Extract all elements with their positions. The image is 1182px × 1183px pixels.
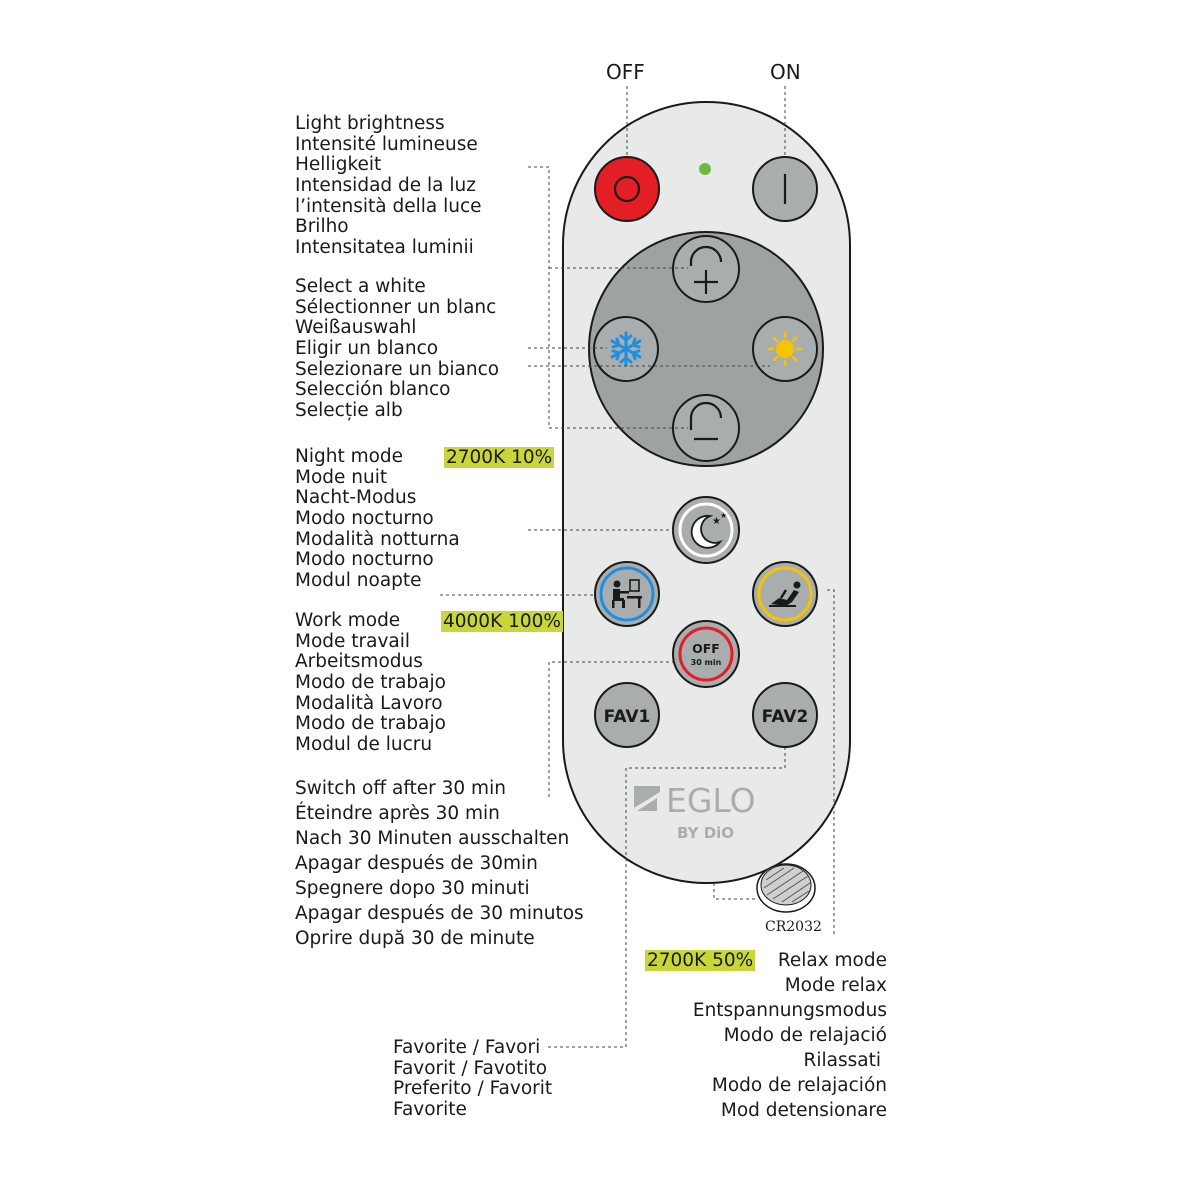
work-mode-button[interactable] (594, 561, 660, 627)
moon-icon (690, 514, 723, 549)
relaxing-person-icon (769, 581, 801, 607)
work-label: Modul de lucru (295, 734, 433, 756)
off-label: OFF (606, 60, 645, 84)
relax-label: Rilassati (803, 1050, 881, 1071)
relax-label: Modo de relajació (723, 1025, 887, 1046)
night-label-group: Night mode Mode nuit Nacht-Modus Modo no… (295, 446, 460, 592)
night-label: Modo nocturno (295, 508, 434, 530)
relax-label: Modo de relajación (711, 1075, 887, 1096)
on-label: ON (770, 60, 801, 84)
relax-label: Entspannungsmodus (692, 1000, 887, 1021)
night-label: Nacht-Modus (295, 487, 417, 509)
switchoff-label: Éteindre après 30 min (295, 803, 500, 824)
favorite-label: Preferito / Favorit (393, 1078, 553, 1100)
white-label: Eligir un blanco (295, 338, 439, 360)
sub-brand: BY DiO (677, 824, 734, 842)
remote-body (562, 101, 851, 884)
white-label: Weißauswahl (295, 317, 417, 339)
night-spec-badge: 2700K 10% (444, 447, 555, 468)
night-mode-button[interactable]: ★ ★ (672, 496, 740, 564)
snowflake-icon (610, 331, 642, 367)
white-label: Sélectionner un blanc (295, 296, 497, 318)
brightness-up-button[interactable] (672, 235, 740, 303)
status-led (699, 163, 711, 175)
favorite-label-group: Favorite / Favori Favorit / Favotito Pre… (393, 1037, 553, 1121)
switchoff-label: Nach 30 Minuten ausschalten (295, 828, 570, 849)
fav1-label: FAV1 (604, 707, 651, 727)
brightness-label: Brilho (295, 216, 349, 238)
relax-label: Relax mode (777, 950, 887, 971)
night-label: Modo nocturno (295, 549, 434, 571)
power-off-button[interactable] (594, 156, 660, 222)
control-pad (588, 231, 824, 467)
fav2-label: FAV2 (762, 707, 809, 727)
night-label: Mode nuit (295, 466, 388, 488)
white-label: Selección blanco (295, 379, 451, 401)
brightness-label-group: Light brightness Intensité lumineuse Hel… (295, 113, 482, 259)
power-on-button[interactable] (752, 156, 818, 222)
switchoff-label: Switch off after 30 min (295, 778, 506, 799)
brightness-down-button[interactable] (672, 394, 740, 462)
night-label: Night mode (295, 446, 404, 467)
fav2-button[interactable]: FAV2 (752, 682, 818, 748)
brightness-label: Intensité lumineuse (295, 133, 478, 155)
white-label: Selecție alb (295, 400, 403, 422)
work-label: Modo de trabajo (295, 672, 446, 694)
svg-text:★: ★ (720, 511, 727, 520)
work-label: Arbeitsmodus (295, 651, 423, 673)
warm-white-button[interactable] (752, 316, 818, 382)
relax-label: Mode relax (784, 975, 887, 996)
brand-name: EGLO (666, 781, 756, 820)
brightness-label: Helligkeit (295, 154, 382, 176)
white-label-group: Select a white Sélectionner un blanc Wei… (295, 276, 500, 422)
work-label: Mode travail (295, 630, 411, 652)
timer-top-label: OFF (692, 641, 720, 656)
switchoff-label: Spegnere dopo 30 minuti (295, 878, 530, 899)
desk-worker-icon (612, 579, 642, 608)
battery-label: CR2032 (765, 919, 822, 935)
work-label: Work mode (295, 610, 401, 631)
battery-coin-icon (756, 863, 816, 913)
brightness-label: Intensidad de la luz (295, 175, 476, 197)
work-label: Modo de trabajo (295, 713, 446, 735)
night-label: Modalità notturna (295, 528, 460, 550)
switchoff-label: Oprire după 30 de minute (295, 928, 535, 949)
fav1-button[interactable]: FAV1 (594, 682, 660, 748)
white-label: Select a white (295, 276, 426, 297)
relax-mode-button[interactable] (752, 561, 818, 627)
relax-label-group: Relax mode Mode relax Entspannungsmodus … (693, 948, 887, 1123)
switchoff-label-group: Switch off after 30 min Éteindre après 3… (295, 776, 584, 951)
work-label-group: Work mode Mode travail Arbeitsmodus Modo… (295, 610, 446, 756)
brightness-label: Intensitatea luminii (295, 237, 474, 259)
favorite-label: Favorite (393, 1099, 467, 1121)
off-timer-button[interactable]: OFF 30 min (672, 620, 740, 688)
switchoff-label: Apagar después de 30 minutos (295, 903, 584, 924)
night-label: Modul noapte (295, 570, 422, 592)
white-label: Selezionare un bianco (295, 358, 500, 380)
sun-icon (767, 331, 803, 367)
favorite-label: Favorit / Favotito (393, 1057, 548, 1079)
svg-text:★: ★ (712, 516, 721, 527)
timer-bottom-label: 30 min (691, 658, 722, 667)
brightness-label: Light brightness (295, 113, 445, 134)
work-spec-badge: 4000K 100% (441, 611, 563, 632)
work-label: Modalità Lavoro (295, 692, 443, 714)
switchoff-label: Apagar después de 30min (295, 853, 538, 874)
brightness-label: l’intensità della luce (295, 195, 482, 217)
cool-white-button[interactable] (593, 316, 659, 382)
eglo-logo: EGLO BY DiO (634, 781, 756, 842)
relax-spec-badge: 2700K 50% (645, 950, 756, 971)
relax-label: Mod detensionare (720, 1100, 887, 1121)
favorite-label: Favorite / Favori (393, 1037, 541, 1058)
